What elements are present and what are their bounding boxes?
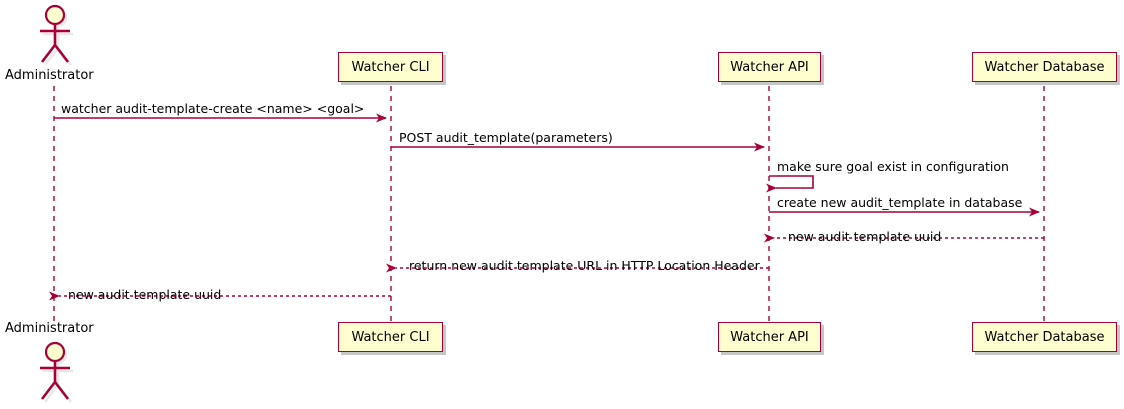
message-label-6: return new audit template URL in HTTP Lo… [409, 258, 760, 273]
message-label-2: POST audit_template(parameters) [399, 130, 613, 145]
participant-box-watcher-cli-bottom[interactable]: Watcher CLI [338, 322, 443, 352]
participant-box-watcher-database-bottom[interactable]: Watcher Database [972, 322, 1117, 352]
message-label-3: make sure goal exist in configuration [777, 159, 1009, 174]
message-label-1: watcher audit-template-create <name> <go… [61, 101, 365, 116]
participant-box-watcher-api-top[interactable]: Watcher API [718, 52, 821, 82]
message-label-4: create new audit_template in database [777, 195, 1023, 210]
actor-label-administrator-top: Administrator [5, 68, 94, 83]
actor-administrator-bottom [40, 341, 73, 403]
participant-box-watcher-cli-top[interactable]: Watcher CLI [338, 52, 443, 82]
actor-label-administrator-bottom: Administrator [5, 321, 94, 336]
participant-box-watcher-api-bottom[interactable]: Watcher API [718, 322, 821, 352]
participant-box-watcher-database-top[interactable]: Watcher Database [972, 52, 1117, 82]
message-arrow-3-self [766, 175, 814, 193]
message-label-7: new audit template uuid [68, 287, 222, 302]
actor-administrator-top [40, 4, 73, 66]
message-label-5: new audit template uuid [788, 229, 942, 244]
